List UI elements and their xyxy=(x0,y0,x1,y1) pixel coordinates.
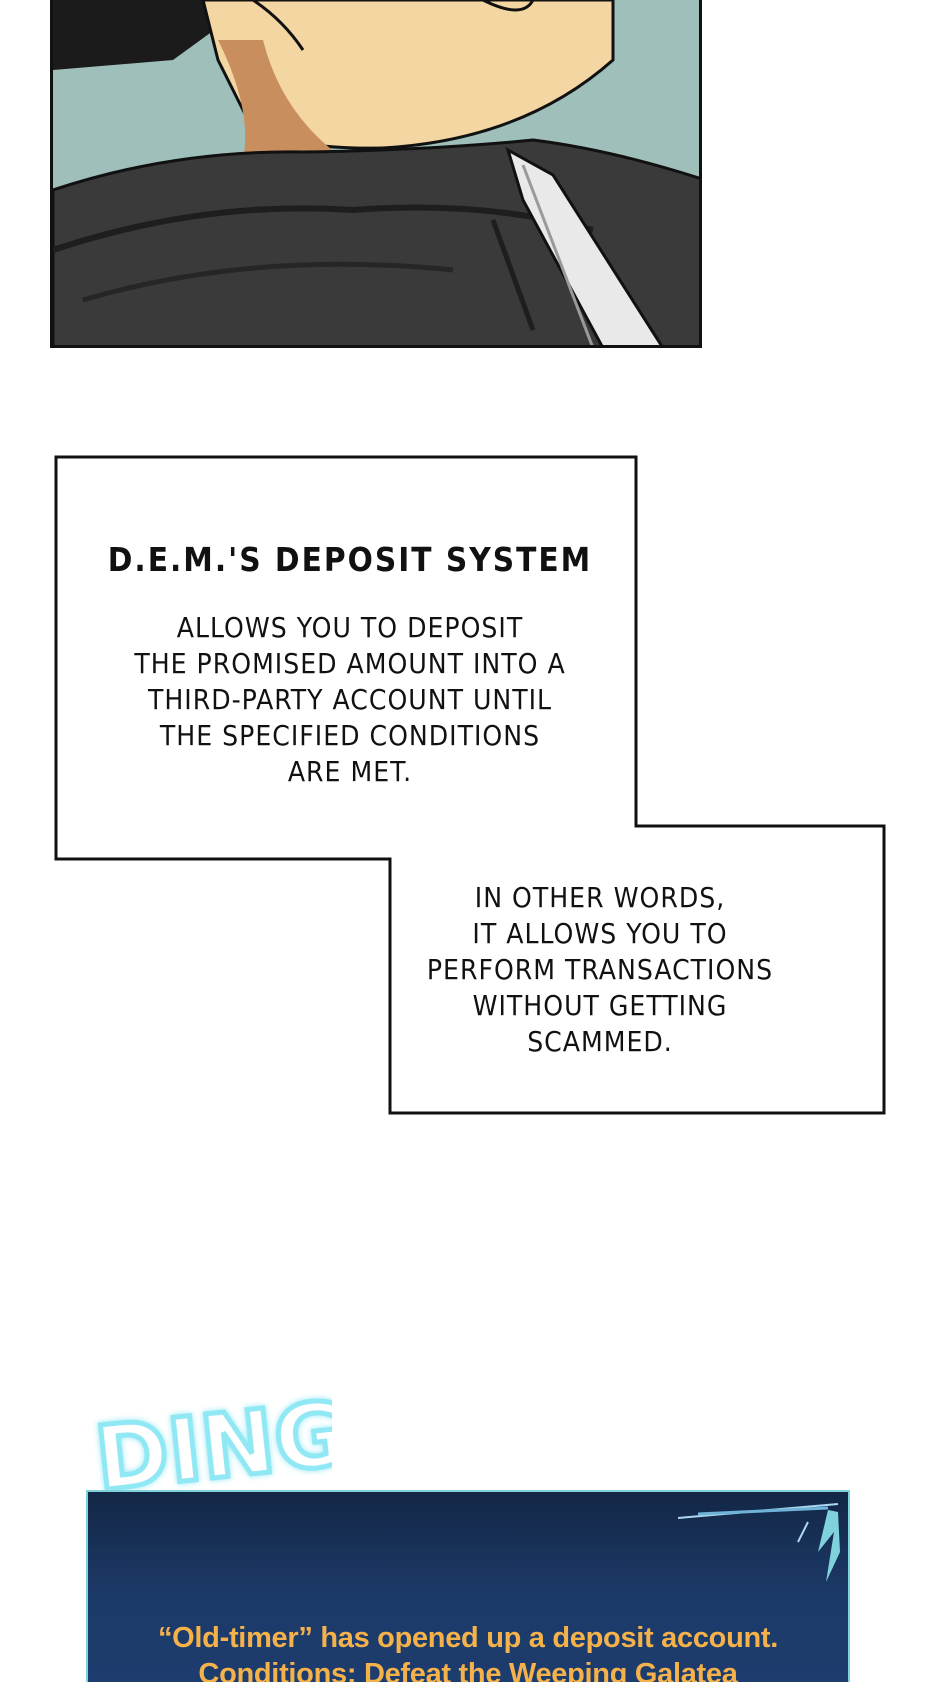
ding-sfx: DING xyxy=(92,1385,332,1505)
system-message-line: Conditions: Defeat the Weeping Galatea xyxy=(198,1658,738,1682)
narration-box-frame xyxy=(54,455,886,1115)
narration-followup-line: WITHOUT GETTING xyxy=(472,989,728,1022)
system-message-line: “Old-timer” has opened up a deposit acco… xyxy=(157,1622,779,1654)
narration-body-line: THE SPECIFIED CONDITIONS xyxy=(159,719,541,752)
narration-body-line: ALLOWS YOU TO DEPOSIT xyxy=(176,611,524,644)
sword-blade-icon xyxy=(505,146,663,345)
narration-followup: IN OTHER WORDS, IT ALLOWS YOU TO PERFORM… xyxy=(400,880,800,1060)
narration-body-line: THIRD-PARTY ACCOUNT UNTIL xyxy=(147,683,553,716)
system-message-box: “Old-timer” has opened up a deposit acco… xyxy=(86,1490,850,1682)
narration-body-line: THE PROMISED AMOUNT INTO A xyxy=(134,647,566,680)
narration-followup-line: PERFORM TRANSACTIONS xyxy=(426,953,774,986)
character-illustration xyxy=(53,0,699,345)
narration-body: ALLOWS YOU TO DEPOSIT THE PROMISED AMOUN… xyxy=(95,610,605,790)
narration-followup-line: SCAMMED. xyxy=(527,1025,673,1058)
narration-body-line: ARE MET. xyxy=(287,755,413,788)
comic-panel-top xyxy=(50,0,702,348)
narration-followup-line: IN OTHER WORDS, xyxy=(474,881,726,914)
narration-title: D.E.M.'s DEPOSIT SYSTEM xyxy=(107,540,593,579)
ding-sfx-text: DING xyxy=(92,1385,332,1505)
frost-corner-icon xyxy=(678,1503,840,1582)
narration-followup-line: IT ALLOWS YOU TO xyxy=(472,917,728,950)
